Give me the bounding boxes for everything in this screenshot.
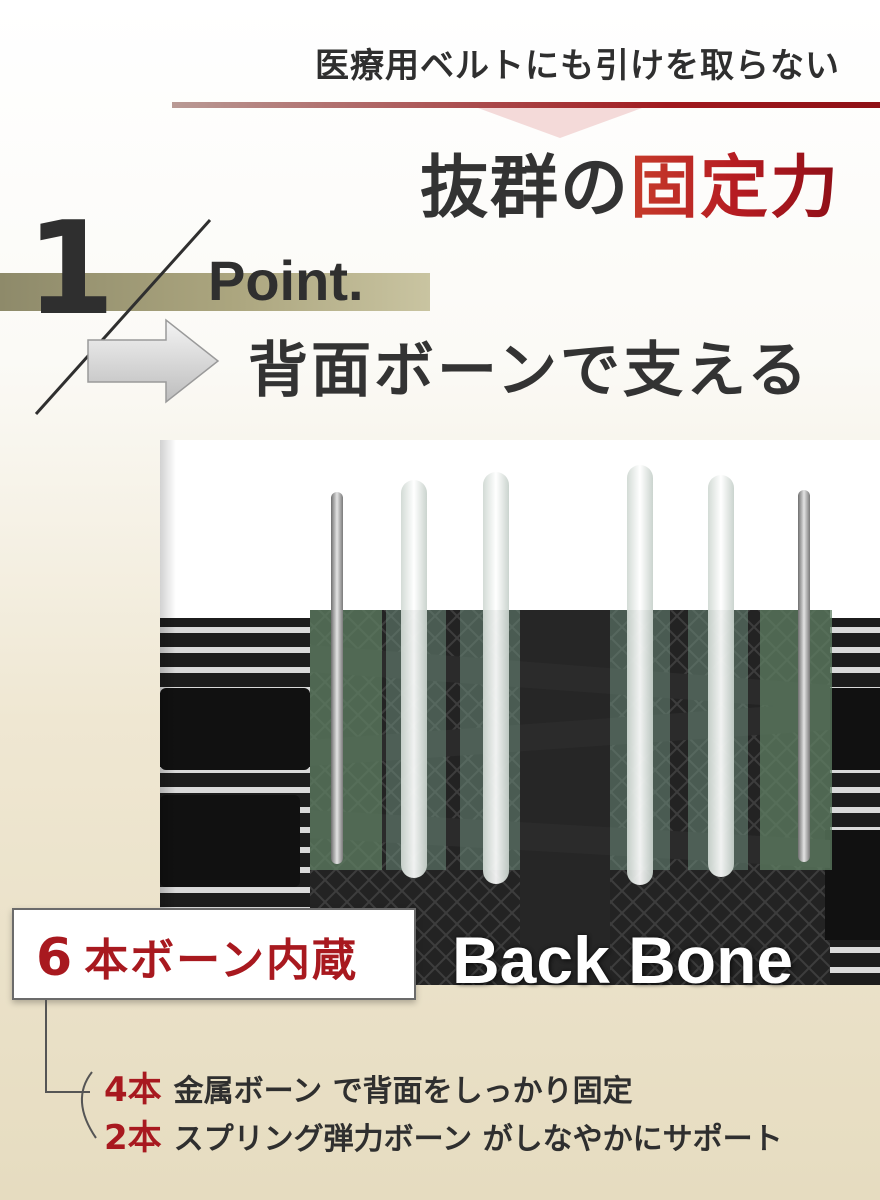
metal-bone-left	[331, 492, 343, 864]
feature-metal-bones: 4本金属ボーン で背面をしっかり固定	[104, 1062, 864, 1111]
slash-divider-icon	[34, 218, 212, 416]
metal-bone-right	[798, 490, 810, 862]
arrow-right-icon	[87, 318, 220, 404]
feature-text: スプリング弾力ボーン がしなやかにサポート	[173, 1122, 783, 1157]
feature-count: 4本	[104, 1070, 162, 1110]
bone-count-number: 6	[36, 928, 75, 988]
point-label: Point.	[208, 249, 364, 312]
bracket-connector-icon	[45, 1000, 97, 1139]
belt-illustration	[160, 465, 880, 985]
feature-count: 2本	[104, 1118, 162, 1158]
bone-count-label: 本ボーン内蔵	[84, 935, 358, 986]
header-triangle-marker	[478, 108, 642, 138]
bone-count-badge	[12, 908, 416, 1000]
headline-plain: 抜群の	[419, 149, 630, 228]
point-number: 1	[26, 195, 116, 344]
point-subtitle: 背面ボーンで支える	[248, 336, 811, 406]
back-bone-label: Back Bone	[452, 923, 794, 997]
headline: 抜群の固定力	[140, 132, 840, 231]
headline-accent: 固定力	[629, 149, 840, 228]
belt-photo	[160, 440, 880, 985]
feature-spring-bones: 2本スプリング弾力ボーン がしなやかにサポート	[104, 1110, 864, 1159]
point-olive-bar	[0, 273, 430, 311]
header-divider-line	[172, 102, 880, 108]
feature-text: 金属ボーン で背面をしっかり固定	[173, 1074, 633, 1109]
top-caption: 医療用ベルトにも引けを取らない	[315, 46, 840, 86]
